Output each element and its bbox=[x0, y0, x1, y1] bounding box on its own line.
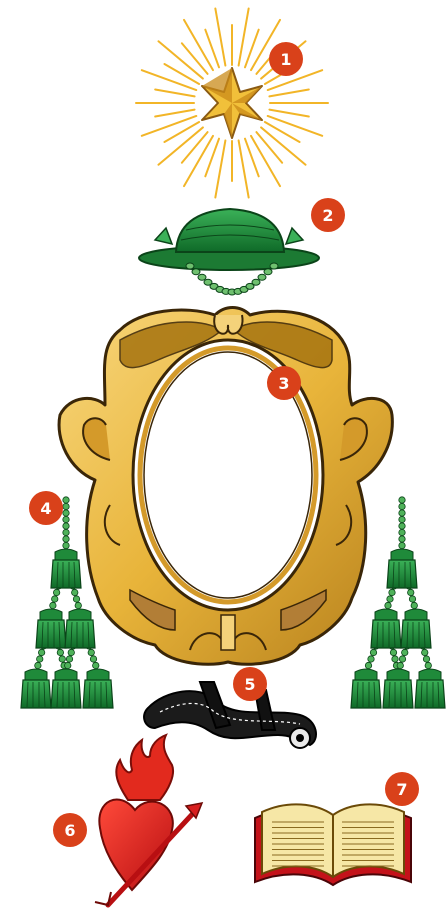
tassel-cord-knot bbox=[422, 649, 428, 655]
marker-label-1: 1 bbox=[280, 50, 291, 69]
tassel-cord-knot bbox=[63, 542, 69, 548]
tassel-cord-knot bbox=[73, 596, 79, 602]
tassel-cord-knot bbox=[59, 656, 65, 662]
flaming-heart-icon bbox=[95, 735, 202, 905]
callout-marker-3: 3 bbox=[267, 366, 301, 400]
tassel-cord-knot bbox=[63, 523, 69, 529]
tassel-cord-knot bbox=[38, 649, 44, 655]
hat-cord-bead bbox=[270, 263, 278, 269]
tassel-cord-knot bbox=[88, 649, 94, 655]
marker-label-6: 6 bbox=[64, 821, 75, 840]
callout-marker-7: 7 bbox=[385, 772, 419, 806]
tassel-cord-knot bbox=[399, 542, 405, 548]
star-ray bbox=[269, 110, 308, 117]
hat-cord-bead bbox=[252, 279, 260, 285]
tassel-cord-knot bbox=[399, 656, 405, 662]
tassel-cord-knot bbox=[75, 602, 81, 608]
tassel-cord-knot bbox=[65, 662, 71, 668]
tassel-cord-knot bbox=[411, 602, 417, 608]
tassel-cord-knot bbox=[399, 510, 405, 516]
tassel-cord-knot bbox=[423, 656, 429, 662]
hat-cord-bead bbox=[264, 269, 272, 275]
marker-label-7: 7 bbox=[396, 780, 407, 799]
tassel-cord-knot bbox=[68, 649, 74, 655]
star-ray bbox=[182, 132, 208, 163]
tassel-cord-knot bbox=[399, 523, 405, 529]
tassel-cord-knot bbox=[66, 656, 72, 662]
tassel-cord-knot bbox=[399, 536, 405, 542]
tassel-cord-knot bbox=[52, 596, 58, 602]
tassel-cord-knot bbox=[63, 536, 69, 542]
tassel-cord-knot bbox=[63, 497, 69, 503]
hat-cord-bead bbox=[258, 274, 266, 280]
star-ray bbox=[239, 140, 249, 197]
star-icon bbox=[136, 8, 328, 197]
tassel-cord-knot bbox=[93, 662, 99, 668]
tassel-cord-knot bbox=[408, 589, 414, 595]
hat-cord-bead bbox=[186, 263, 194, 269]
tassel-cord-knot bbox=[399, 516, 405, 522]
star-ray bbox=[142, 70, 197, 90]
tassel-cord-knot bbox=[37, 656, 43, 662]
tassel-cord-knot bbox=[399, 503, 405, 509]
tassel-cord-knot bbox=[63, 516, 69, 522]
tassel-cord-knot bbox=[90, 656, 96, 662]
tassel-cord-knot bbox=[57, 649, 63, 655]
star-ray bbox=[268, 116, 323, 136]
tassel-cord-knot bbox=[72, 589, 78, 595]
tassels-right bbox=[351, 549, 445, 708]
tassel-cord-knot bbox=[409, 596, 415, 602]
star-ray bbox=[155, 89, 194, 96]
tassel-cord-knot bbox=[387, 596, 393, 602]
hat-cord-bead bbox=[198, 274, 206, 280]
tassel-cord-knot bbox=[35, 662, 41, 668]
tassel-cord-knot bbox=[385, 602, 391, 608]
tassel-cord-knot bbox=[390, 649, 396, 655]
star-ray bbox=[256, 132, 282, 163]
tassel-cord-knot bbox=[50, 602, 56, 608]
tassel-cord-knot bbox=[53, 589, 59, 595]
marker-label-4: 4 bbox=[40, 499, 51, 518]
tassel-cord-knot bbox=[389, 589, 395, 595]
star-ray bbox=[142, 116, 197, 136]
tassel-cord-knot bbox=[63, 510, 69, 516]
tassel-cord-knot bbox=[365, 662, 371, 668]
callout-marker-6: 6 bbox=[53, 813, 87, 847]
tassel-cord-knot bbox=[402, 649, 408, 655]
tassel-cord-knot bbox=[63, 529, 69, 535]
star-ray bbox=[269, 89, 308, 96]
tassel-cord-knot bbox=[397, 662, 403, 668]
tassel-cord-knot bbox=[399, 497, 405, 503]
star-ray bbox=[215, 140, 225, 197]
tassel-cord-knot bbox=[399, 529, 405, 535]
galero-hat-icon bbox=[139, 209, 319, 295]
tassel-cord-knot bbox=[392, 656, 398, 662]
marker-label-5: 5 bbox=[244, 675, 255, 694]
callout-marker-5: 5 bbox=[233, 667, 267, 701]
star-ray bbox=[215, 8, 225, 65]
open-book-icon bbox=[255, 804, 411, 885]
tassel-cord-knot bbox=[63, 503, 69, 509]
star-ray bbox=[155, 110, 194, 117]
cartouche-frame-icon bbox=[59, 308, 392, 665]
hat-cord-bead bbox=[192, 269, 200, 275]
belt-icon bbox=[144, 682, 316, 748]
callout-marker-1: 1 bbox=[269, 42, 303, 76]
callout-marker-2: 2 bbox=[311, 198, 345, 232]
tassel-cord-knot bbox=[370, 649, 376, 655]
star-ray bbox=[239, 8, 249, 65]
tassel-cord-knot bbox=[425, 662, 431, 668]
marker-label-2: 2 bbox=[322, 206, 333, 225]
marker-label-3: 3 bbox=[278, 374, 289, 393]
callout-marker-4: 4 bbox=[29, 491, 63, 525]
tassel-cord-knot bbox=[368, 656, 374, 662]
star-ray bbox=[182, 43, 208, 74]
